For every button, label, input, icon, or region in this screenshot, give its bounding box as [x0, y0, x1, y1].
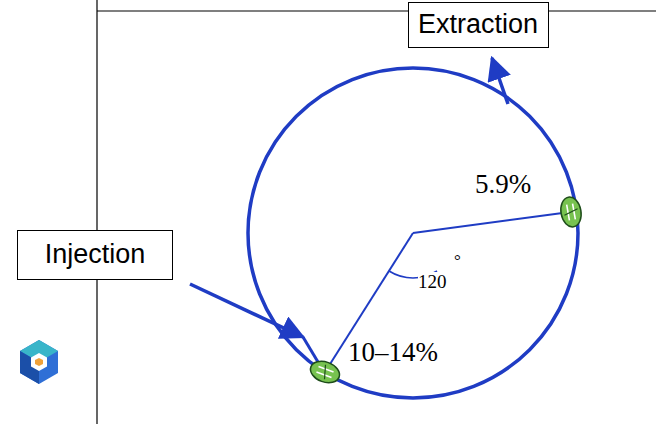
- injection-arrow: [190, 284, 303, 337]
- kicker-symbol: [559, 195, 584, 228]
- box-title: Injection: [45, 240, 146, 270]
- angle-label: °: [454, 252, 461, 269]
- frame-line: [96, 0, 97, 424]
- percentage-label: 5.9%: [475, 171, 531, 198]
- box-title: Extraction: [418, 10, 538, 40]
- frame-line: [97, 10, 656, 11]
- injection-path: [303, 337, 318, 362]
- kicker-symbol: [307, 357, 342, 386]
- percentage-label: 10–14%: [348, 339, 438, 366]
- extraction-arrow: [492, 58, 508, 104]
- radius-line: [413, 212, 570, 233]
- logo-icon: [20, 340, 58, 384]
- label-box: Extraction: [408, 2, 549, 48]
- storage-ring: [248, 68, 578, 398]
- angle-label: 120: [418, 272, 447, 291]
- label-box: Injection: [17, 230, 173, 280]
